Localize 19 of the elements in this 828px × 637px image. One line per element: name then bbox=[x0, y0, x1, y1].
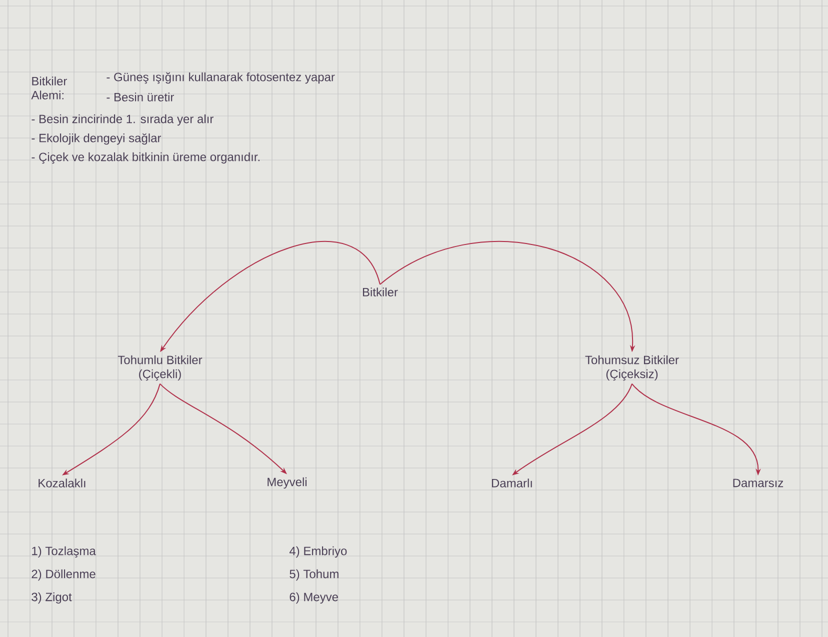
node-label: Damarlı bbox=[492, 478, 532, 488]
node-label: Tohumlu Bitkiler (Çiçekli) bbox=[118, 355, 202, 381]
list-item: 6) Meyve bbox=[290, 592, 338, 604]
list-item: 1) Tozlaşma bbox=[32, 546, 96, 558]
node-label: Meyveli bbox=[268, 477, 307, 489]
list-item: 4) Embriyo bbox=[289, 546, 347, 558]
list-item: 3) Zigot bbox=[32, 592, 72, 604]
note-text: - Ekolojik dengeyi sağlar bbox=[32, 133, 162, 145]
node-label: Tohumsuz Bitkiler (Çiçeksiz) bbox=[585, 355, 679, 381]
node-label: Damarsız bbox=[733, 478, 784, 488]
list-item: 5) Tohum bbox=[290, 569, 338, 581]
node-label: Bitkiler bbox=[363, 288, 398, 296]
list-item: 2) Döllenme bbox=[32, 569, 96, 581]
note-text: - Güneş ışığını kullanarak fotosentez yapar bbox=[106, 72, 335, 84]
note-text: - Besin üretir bbox=[106, 92, 174, 102]
node-label: Kozalaklı bbox=[38, 478, 86, 488]
heading: Bitkiler Alemi: bbox=[31, 76, 67, 100]
note-text: - Besin zincirinde 1. sırada yer alır bbox=[32, 114, 214, 126]
note-text: - Çiçek ve kozalak bitkinin üreme organıdır. bbox=[32, 152, 260, 164]
